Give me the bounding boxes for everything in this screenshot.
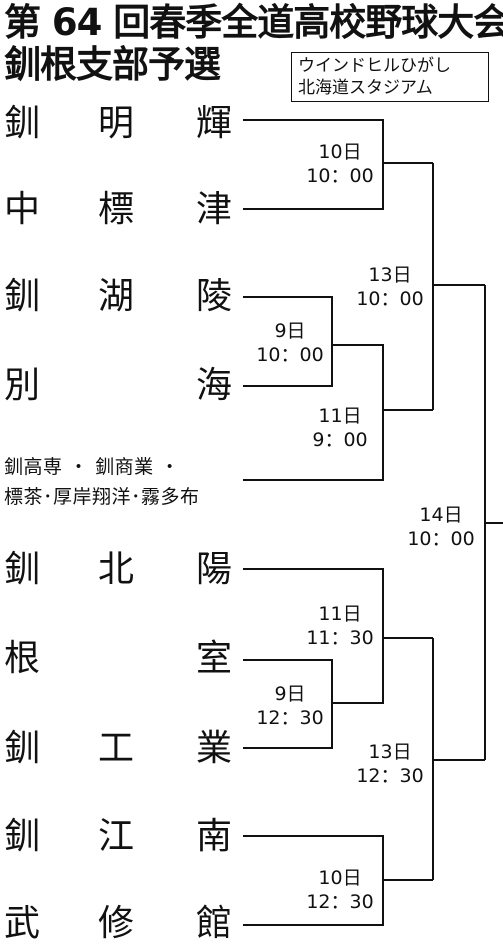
team-1-char2: 明: [98, 103, 135, 144]
team-3-char3: 陵: [195, 276, 232, 317]
team-6-char1: 釧: [4, 549, 41, 590]
team-3: 釧 湖 陵: [4, 276, 232, 318]
team-2-char3: 津: [195, 189, 232, 230]
schedule-m1: 10日 10：00: [300, 140, 380, 188]
team-4: 別 海: [4, 365, 232, 407]
schedule-m9-day: 10日: [318, 867, 362, 889]
schedule-m5: 14日 10：00: [400, 503, 482, 551]
team-8-char2: 工: [98, 728, 135, 769]
team-6: 釧 北 陽: [4, 549, 232, 591]
team-2: 中 標 津: [4, 189, 232, 231]
team-5-line2: 標茶･厚岸翔洋･霧多布: [4, 486, 200, 508]
schedule-m8-time: 12：30: [356, 765, 424, 787]
team-1-char1: 釧: [4, 103, 41, 144]
team-10: 武 修 館: [4, 903, 232, 945]
team-7-char3: 室: [195, 638, 232, 679]
team-10-char2: 修: [98, 903, 135, 944]
schedule-m4-time: 10：00: [356, 288, 424, 310]
schedule-m4-day: 13日: [368, 264, 412, 286]
team-6-char3: 陽: [195, 549, 232, 590]
schedule-m2-time: 10：00: [256, 344, 324, 366]
bracket-m7: [243, 568, 384, 704]
schedule-m9-time: 12：30: [306, 891, 374, 913]
team-9-char3: 南: [195, 816, 232, 857]
schedule-m3-day: 11日: [318, 405, 362, 427]
team-3-char2: 湖: [98, 276, 135, 317]
venue-box: ウインドヒルひがし 北海道スタジアム: [291, 52, 489, 102]
schedule-m7-time: 11：30: [306, 627, 374, 649]
team-2-char1: 中: [4, 189, 41, 230]
schedule-m6-time: 12：30: [256, 707, 324, 729]
schedule-m7: 11日 11：30: [300, 602, 380, 650]
team-8-char3: 業: [195, 728, 232, 769]
team-8-char1: 釧: [4, 728, 41, 769]
team-2-char2: 標: [98, 189, 135, 230]
schedule-m3: 11日 9：00: [300, 404, 380, 452]
team-5-line1: 釧高専 ・ 釧商業 ・: [4, 456, 180, 478]
team-7-char1: 根: [4, 638, 41, 679]
title-line2: 釧根支部予選: [4, 43, 221, 86]
team-4-char1: 別: [4, 365, 41, 406]
schedule-m6: 9日 12：30: [250, 682, 330, 730]
team-10-char3: 館: [195, 903, 232, 944]
schedule-m1-time: 10：00: [306, 165, 374, 187]
schedule-m6-day: 9日: [274, 683, 306, 705]
schedule-m7-day: 11日: [318, 603, 362, 625]
schedule-m2-day: 9日: [274, 320, 306, 342]
bracket-m1: [243, 119, 384, 210]
team-4-char3: 海: [195, 365, 232, 406]
bracket-m3: [243, 344, 384, 481]
schedule-m8: 13日 12：30: [350, 740, 430, 788]
team-7: 根 室: [4, 638, 232, 680]
team-6-char2: 北: [98, 549, 135, 590]
team-8: 釧 工 業: [4, 728, 232, 770]
team-9-char2: 江: [98, 816, 135, 857]
schedule-m5-time: 10：00: [407, 528, 475, 550]
schedule-m8-day: 13日: [368, 741, 412, 763]
team-3-char1: 釧: [4, 276, 41, 317]
team-9: 釧 江 南: [4, 816, 232, 858]
team-9-char1: 釧: [4, 816, 41, 857]
schedule-m4: 13日 10：00: [350, 263, 430, 311]
team-10-char1: 武: [4, 903, 41, 944]
team-1-char3: 輝: [195, 103, 232, 144]
bracket-m2: [243, 296, 333, 387]
schedule-m9: 10日 12：30: [300, 866, 380, 914]
venue-line2: 北海道スタジアム: [298, 78, 433, 98]
team-1: 釧 明 輝: [4, 103, 232, 145]
schedule-m3-time: 9：00: [312, 429, 368, 451]
schedule-m1-day: 10日: [318, 141, 362, 163]
schedule-m5-day: 14日: [419, 504, 463, 526]
title-line1: 第 64 回春季全道高校野球大会: [4, 1, 503, 44]
schedule-m2: 9日 10：00: [250, 319, 330, 367]
venue-line1: ウインドヒルひがし: [298, 56, 451, 76]
